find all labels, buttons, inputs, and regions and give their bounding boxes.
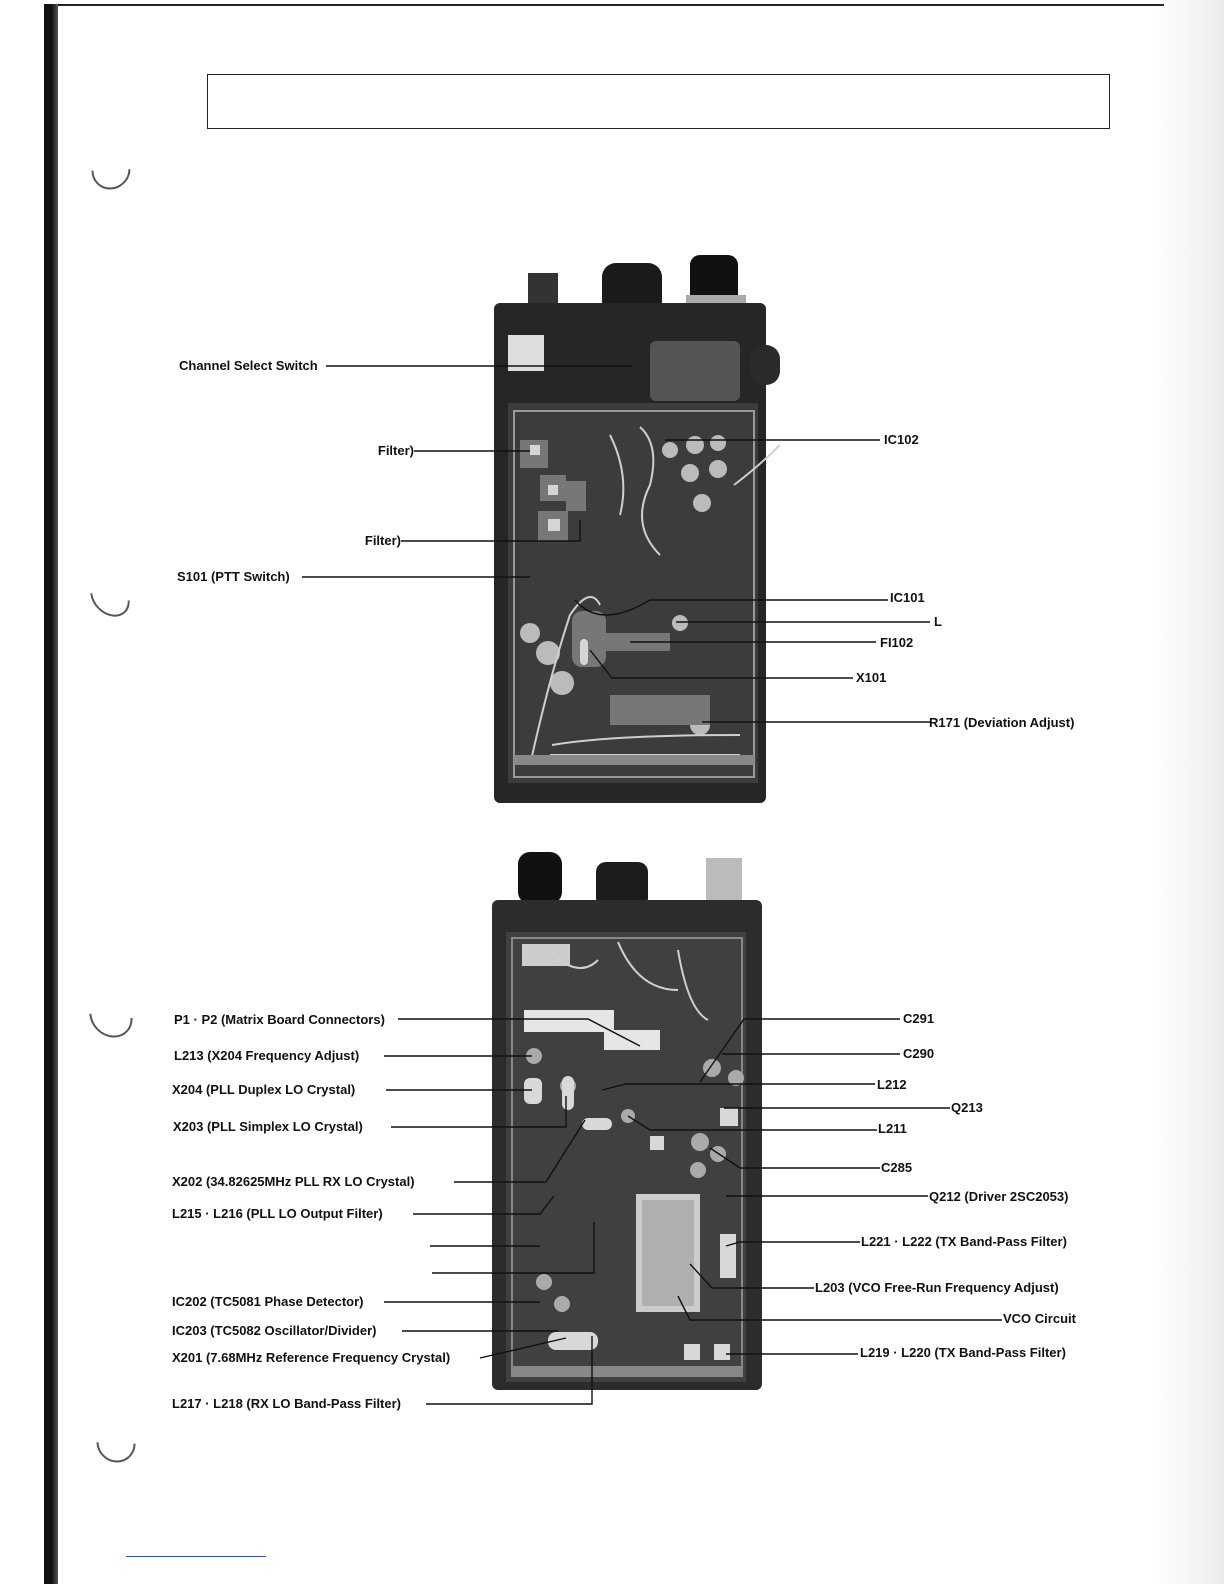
label-l203: L203 (VCO Free-Run Frequency Adjust) xyxy=(815,1280,1059,1295)
label-s101: S101 (PTT Switch) xyxy=(177,569,290,584)
label-l215-l216: L215 · L216 (PLL LO Output Filter) xyxy=(172,1206,383,1221)
title-box xyxy=(207,74,1110,129)
label-l213: L213 (X204 Frequency Adjust) xyxy=(174,1048,360,1063)
label-c285: C285 xyxy=(881,1160,913,1175)
label-r171: R171 (Deviation Adjust) xyxy=(929,715,1075,730)
bottom-rule xyxy=(126,1556,266,1557)
label-x101: X101 xyxy=(856,670,887,685)
label-filter-2: Filter) xyxy=(364,533,401,548)
page-shadow xyxy=(1154,0,1224,1584)
label-x204: X204 (PLL Duplex LO Crystal) xyxy=(172,1082,356,1097)
page-edge-top xyxy=(44,4,1164,6)
label-x203: X203 (PLL Simplex LO Crystal) xyxy=(173,1119,363,1134)
bottom-pcb-photo xyxy=(488,850,772,1398)
label-p1-p2: P1 · P2 (Matrix Board Connectors) xyxy=(174,1012,385,1027)
label-l217-l218: L217 · L218 (RX LO Band-Pass Filter) xyxy=(172,1396,402,1411)
label-l211: L211 xyxy=(878,1121,907,1136)
label-l: L xyxy=(934,614,942,629)
label-x202: X202 (34.82625MHz PLL RX LO Crystal) xyxy=(172,1174,415,1189)
label-q213: Q213 xyxy=(951,1100,983,1115)
label-q212: Q212 (Driver 2SC2053) xyxy=(929,1189,1069,1204)
page-edge-left xyxy=(44,4,58,1584)
label-c291: C291 xyxy=(903,1011,935,1026)
label-ic102: IC102 xyxy=(884,432,919,447)
label-fi102: FI102 xyxy=(880,635,914,650)
label-x201: X201 (7.68MHz Reference Frequency Crysta… xyxy=(172,1350,451,1365)
label-l219-l220: L219 · L220 (TX Band-Pass Filter) xyxy=(860,1345,1066,1360)
label-ic202: IC202 (TC5081 Phase Detector) xyxy=(172,1294,364,1309)
label-filter-1: Filter) xyxy=(377,443,414,458)
label-l221-l222: L221 · L222 (TX Band-Pass Filter) xyxy=(861,1234,1067,1249)
label-l212: L212 xyxy=(877,1077,907,1092)
label-ic101: IC101 xyxy=(890,590,925,605)
label-vco-circuit: VCO Circuit xyxy=(1003,1311,1076,1326)
top-pcb-photo xyxy=(490,255,780,803)
label-channel-select-switch: Channel Select Switch xyxy=(179,358,318,373)
label-c290: C290 xyxy=(903,1046,935,1061)
label-ic203: IC203 (TC5082 Oscillator/Divider) xyxy=(172,1323,377,1338)
